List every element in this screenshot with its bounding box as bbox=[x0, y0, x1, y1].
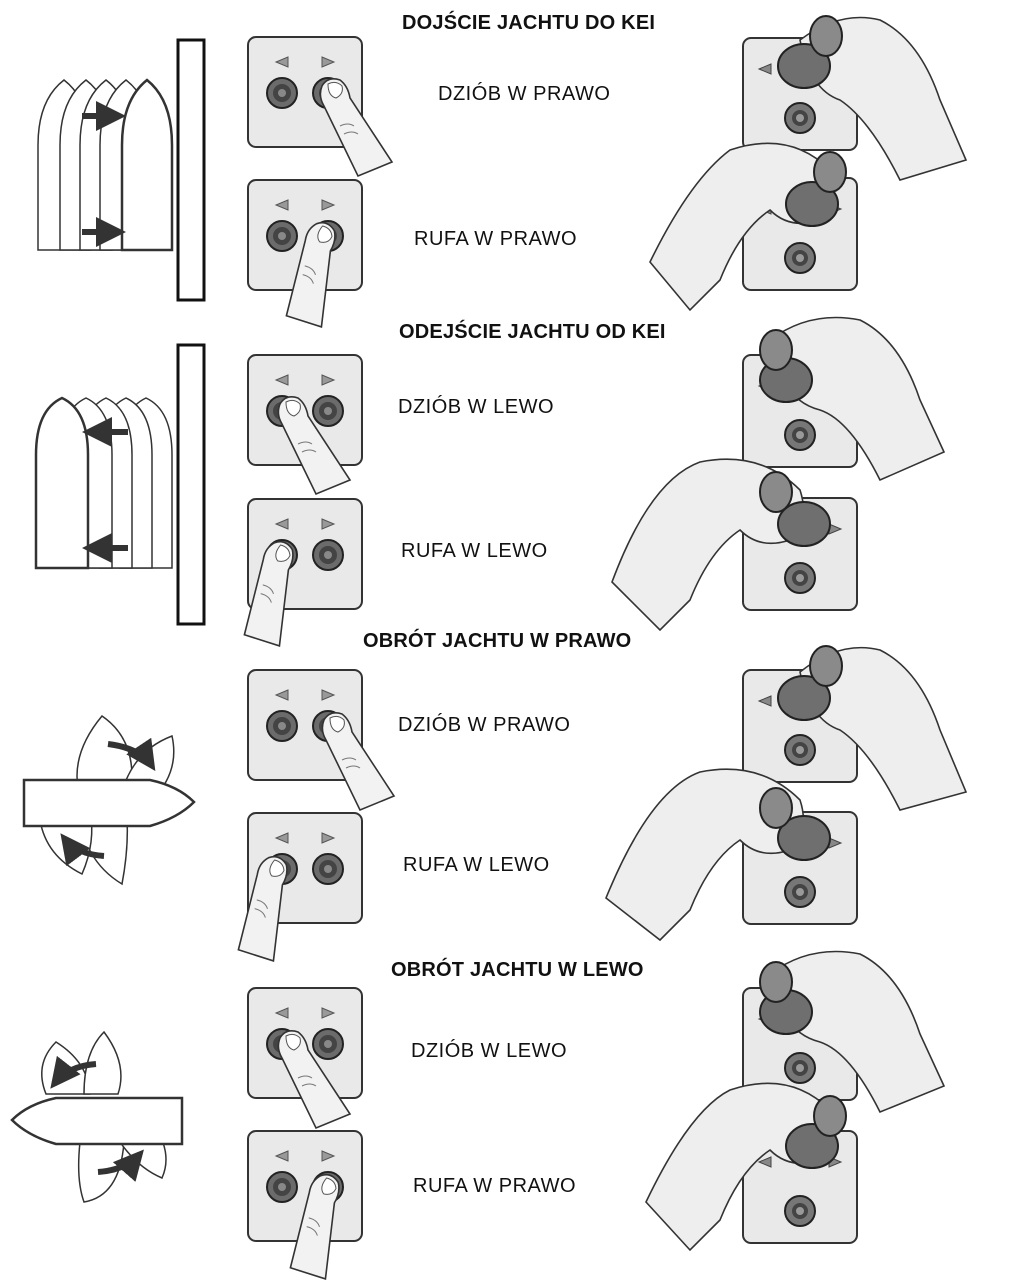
section-3-row-1-label: DZIÓB W PRAWO bbox=[398, 714, 571, 736]
button-panel bbox=[208, 812, 363, 973]
section-4-row-1-label: DZIÓB W LEWO bbox=[411, 1040, 567, 1062]
joystick-panel bbox=[742, 950, 946, 1114]
joystick-panel bbox=[611, 458, 858, 632]
boats-depart-quay-icon bbox=[34, 396, 173, 570]
joystick-panel bbox=[742, 15, 968, 181]
boat-turn-left-icon bbox=[10, 1030, 184, 1203]
joystick-panel bbox=[605, 768, 858, 942]
quay-icon bbox=[176, 38, 206, 302]
button-panel bbox=[247, 179, 376, 339]
section-2-row-1-label: DZIÓB W LEWO bbox=[398, 396, 554, 418]
button-panel bbox=[247, 987, 363, 1129]
section-1-heading: DOJŚCIE JACHTU DO KEI bbox=[402, 12, 656, 34]
boat-turn-right-icon bbox=[22, 714, 196, 886]
button-panel bbox=[247, 354, 363, 495]
joystick-panel bbox=[645, 1082, 858, 1252]
section-1-row-2-label: RUFA W PRAWO bbox=[414, 228, 578, 250]
quay-icon bbox=[176, 343, 206, 626]
button-panel bbox=[214, 498, 363, 658]
section-1-row-1-label: DZIÓB W PRAWO bbox=[438, 83, 611, 105]
section-4-heading: OBRÓT JACHTU W LEWO bbox=[391, 959, 644, 981]
section-2-row-2-label: RUFA W LEWO bbox=[401, 540, 548, 562]
section-3-row-2-label: RUFA W LEWO bbox=[403, 854, 550, 876]
joystick-panel bbox=[742, 316, 946, 482]
boats-approach-quay-icon bbox=[37, 78, 174, 252]
joystick-panel bbox=[649, 142, 858, 312]
section-3-heading: OBRÓT JACHTU W PRAWO bbox=[363, 630, 632, 652]
section-2-heading: ODEJŚCIE JACHTU OD KEI bbox=[399, 321, 666, 343]
button-panel bbox=[247, 669, 395, 811]
button-panel bbox=[247, 36, 393, 177]
section-4-row-2-label: RUFA W PRAWO bbox=[413, 1175, 577, 1197]
joystick-panel bbox=[742, 645, 968, 811]
button-panel bbox=[247, 1130, 380, 1288]
